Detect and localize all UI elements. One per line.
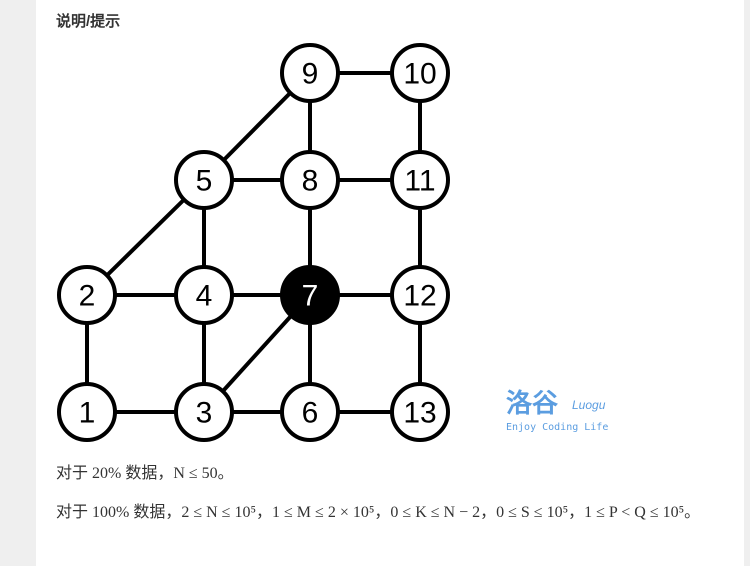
node-label: 9 bbox=[302, 58, 319, 91]
watermark-slogan: Enjoy Coding Life bbox=[506, 422, 609, 433]
graph-node-11: 11 bbox=[390, 150, 450, 210]
node-circle bbox=[174, 382, 234, 442]
node-label: 2 bbox=[79, 280, 96, 313]
graph-node-1: 1 bbox=[57, 382, 117, 442]
node-circle bbox=[280, 265, 340, 325]
node-circle bbox=[57, 382, 117, 442]
graph-node-4: 4 bbox=[174, 265, 234, 325]
graph-node-2: 2 bbox=[57, 265, 117, 325]
node-circle bbox=[57, 265, 117, 325]
node-circle bbox=[280, 150, 340, 210]
node-label: 4 bbox=[196, 280, 213, 313]
node-label: 7 bbox=[302, 280, 319, 313]
node-circle bbox=[174, 265, 234, 325]
graph-node-9: 9 bbox=[280, 43, 340, 103]
graph-node-5: 5 bbox=[174, 150, 234, 210]
constraint-100-percent: 对于 100% 数据，2 ≤ N ≤ 10⁵，1 ≤ M ≤ 2 × 10⁵，0… bbox=[56, 504, 701, 521]
graph-node-10: 10 bbox=[390, 43, 450, 103]
node-circle bbox=[390, 265, 450, 325]
watermark-brand: Luogu bbox=[572, 398, 606, 412]
graph-node-3: 3 bbox=[174, 382, 234, 442]
node-circle bbox=[280, 382, 340, 442]
graph-node-13: 13 bbox=[390, 382, 450, 442]
node-label: 12 bbox=[403, 280, 436, 313]
graph-node-8: 8 bbox=[280, 150, 340, 210]
graph-node-12: 12 bbox=[390, 265, 450, 325]
node-circle bbox=[280, 43, 340, 103]
luogu-watermark: 洛谷 Luogu Enjoy Coding Life bbox=[506, 388, 706, 448]
node-circle bbox=[390, 43, 450, 103]
node-label: 3 bbox=[196, 397, 213, 430]
node-circle bbox=[174, 150, 234, 210]
constraint-20-percent: 对于 20% 数据，N ≤ 50。 bbox=[56, 465, 234, 482]
node-label: 10 bbox=[403, 58, 436, 91]
node-circle bbox=[390, 150, 450, 210]
node-label: 6 bbox=[302, 397, 319, 430]
node-label: 8 bbox=[302, 165, 319, 198]
watermark-logo: 洛谷 bbox=[506, 388, 559, 418]
node-label: 1 bbox=[79, 397, 96, 430]
section-title: 说明/提示 bbox=[56, 13, 121, 30]
graph-node-6: 6 bbox=[280, 382, 340, 442]
node-circle bbox=[390, 382, 450, 442]
node-label: 13 bbox=[403, 397, 436, 430]
node-label: 5 bbox=[196, 165, 213, 198]
graph-node-7: 7 bbox=[280, 265, 340, 325]
node-label: 11 bbox=[404, 165, 435, 198]
